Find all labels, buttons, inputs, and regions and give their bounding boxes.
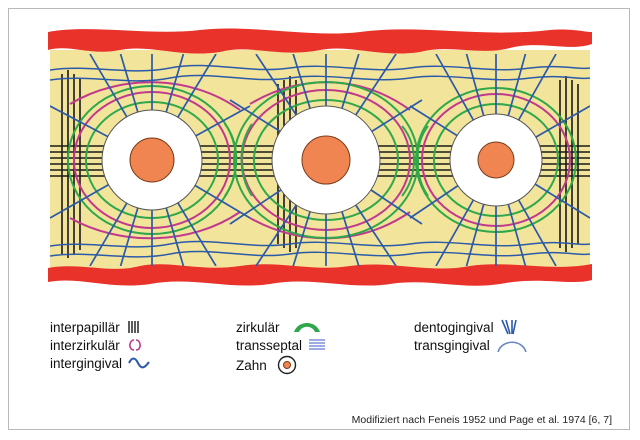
legend-dentogingival: dentogingival [414, 318, 520, 336]
legend-interzirkulaer: interzirkulär [50, 336, 144, 354]
legend-transgingival-label: transgingival [414, 338, 490, 353]
legend-zirkulaer-label: zirkulär [236, 320, 280, 335]
fan-lines-icon [500, 319, 520, 335]
legend-transgingival: transgingival [414, 336, 528, 354]
tooth-3 [450, 114, 542, 206]
legend-intergingival: intergingival [50, 354, 150, 372]
legend-interzirkulaer-label: interzirkulär [50, 338, 120, 353]
legend-interpapillaer-label: interpapillär [50, 320, 120, 335]
dome-arc-icon [496, 337, 528, 353]
double-arc-icon [126, 338, 144, 352]
green-arc-icon [292, 320, 322, 334]
vertical-bars-icon [126, 320, 140, 334]
legend-transseptal: transseptal [236, 336, 326, 354]
legend-interpapillaer: interpapillär [50, 318, 140, 336]
legend-intergingival-label: intergingival [50, 356, 122, 371]
tooth-2 [272, 106, 380, 214]
legend-zirkulaer: zirkulär [236, 318, 322, 336]
horizontal-lines-icon [308, 338, 326, 352]
gingiva-margin-top [48, 28, 592, 53]
tooth-target-icon [277, 355, 297, 375]
legend-zahn-label: Zahn [236, 358, 267, 373]
legend-zahn: Zahn [236, 356, 297, 374]
legend-dentogingival-label: dentogingival [414, 320, 494, 335]
source-citation: Modifiziert nach Feneis 1952 und Page et… [352, 414, 612, 426]
gingival-fiber-diagram [30, 14, 610, 304]
legend-transseptal-label: transseptal [236, 338, 302, 353]
wave-icon [128, 357, 150, 369]
tooth-1 [102, 110, 202, 210]
